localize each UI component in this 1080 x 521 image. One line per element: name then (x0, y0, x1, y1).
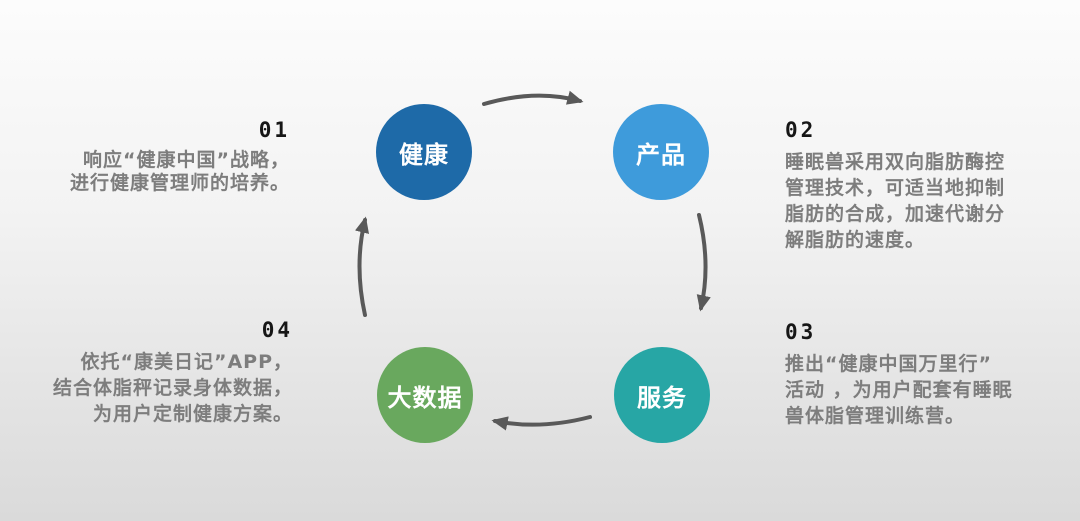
step-text-line: 兽体脂管理训练营。 (785, 405, 966, 427)
step-03-number: 03 (785, 320, 817, 344)
step-text-line: 响应“健康中国”战略， (83, 149, 290, 171)
step-text-line: 脂肪的合成，加速代谢分 (785, 203, 1006, 225)
step-text-line: 睡眠兽采用双向脂肪酶控 (785, 151, 1006, 173)
step-text-line: 推出“健康中国万里行” (785, 353, 992, 375)
arrow-bigdata-to-health (355, 216, 370, 317)
step-01-text: 响应“健康中国”战略， 进行健康管理师的培养。 (70, 149, 290, 195)
arrow-service-to-bigdata (491, 415, 592, 431)
step-01: 01 响应“健康中国”战略， 进行健康管理师的培养。 (70, 118, 290, 195)
step-02-number: 02 (785, 118, 817, 142)
step-text-line: 活动 ，为用户配套有睡眠 (785, 379, 1013, 401)
step-text-line: 为用户定制健康方案。 (92, 403, 293, 425)
step-04-text: 依托“康美日记”APP， 结合体脂秤记录身体数据， 为用户定制健康方案。 (53, 349, 293, 427)
node-health-label: 健康 (399, 140, 449, 169)
step-04: 04 依托“康美日记”APP， 结合体脂秤记录身体数据， 为用户定制健康方案。 (53, 318, 293, 427)
node-product: 产品 (613, 104, 709, 200)
arrow-health-to-product (482, 90, 584, 106)
step-text-line: 结合体脂秤记录身体数据， (52, 377, 293, 399)
node-health: 健康 (376, 104, 472, 200)
node-service-label: 服务 (637, 383, 687, 412)
step-03: 03 推出“健康中国万里行” 活动 ，为用户配套有睡眠 兽体脂管理训练营。 (785, 320, 1013, 429)
step-text-line: 解脂肪的速度。 (785, 229, 926, 251)
step-text-line: 依托“康美日记”APP， (80, 351, 293, 373)
step-03-text: 推出“健康中国万里行” 活动 ，为用户配套有睡眠 兽体脂管理训练营。 (785, 351, 1013, 429)
step-01-number: 01 (258, 118, 290, 142)
node-service: 服务 (614, 347, 710, 443)
step-04-number: 04 (261, 318, 293, 342)
step-02: 02 睡眠兽采用双向脂肪酶控 管理技术，可适当地抑制 脂肪的合成，加速代谢分 解… (785, 118, 1005, 253)
node-product-label: 产品 (636, 140, 686, 169)
node-bigdata-label: 大数据 (387, 383, 463, 412)
node-bigdata: 大数据 (377, 347, 473, 443)
step-text-line: 进行健康管理师的培养。 (69, 172, 290, 194)
arrow-product-to-service (696, 213, 711, 312)
step-text-line: 管理技术，可适当地抑制 (785, 177, 1006, 199)
step-02-text: 睡眠兽采用双向脂肪酶控 管理技术，可适当地抑制 脂肪的合成，加速代谢分 解脂肪的… (785, 149, 1005, 253)
